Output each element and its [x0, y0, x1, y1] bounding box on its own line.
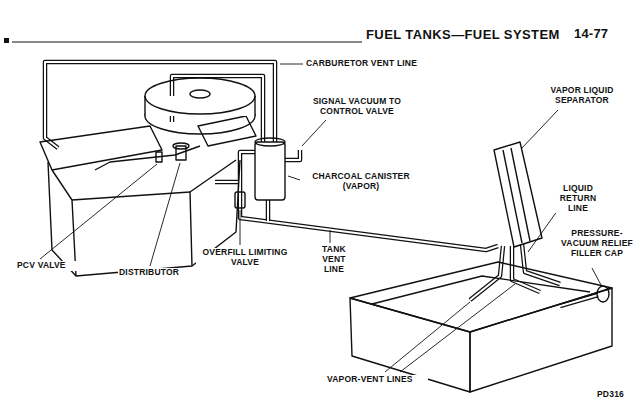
engine	[40, 78, 256, 276]
header-rule	[12, 41, 362, 42]
part-label: CHARCOAL CANISTER (VAPOR)	[301, 172, 421, 192]
part-label: LIQUID RETURN LINE	[548, 184, 608, 213]
part-label: PRESSURE-VACUUM RELIEF FILLER CAP	[560, 229, 634, 258]
part-label: TANK VENT LINE	[310, 245, 358, 274]
page-header: FUEL TANKS—FUEL SYSTEM	[364, 27, 562, 42]
part-label: VAPOR-VENT LINES	[326, 375, 428, 385]
fuel-tank	[350, 262, 612, 392]
header-mark	[4, 38, 9, 43]
page-number: 14-77	[573, 27, 609, 42]
canister	[235, 138, 285, 208]
part-label: VAPOR LIQUID SEPARATOR	[540, 86, 624, 106]
part-label: OVERFILL LIMITING VALVE	[196, 248, 294, 268]
leader-lines	[40, 64, 601, 372]
figure-code: PD316	[596, 390, 625, 400]
part-label: CARBURETOR VENT LINE	[305, 59, 437, 69]
vapor-liquid-separator	[494, 142, 542, 247]
part-label: PCV VALVE	[16, 261, 78, 271]
part-label: DISTRIBUTOR	[118, 268, 190, 278]
part-label: SIGNAL VACUUM TO CONTROL VALVE	[300, 97, 414, 117]
vent-tubes	[45, 62, 598, 306]
